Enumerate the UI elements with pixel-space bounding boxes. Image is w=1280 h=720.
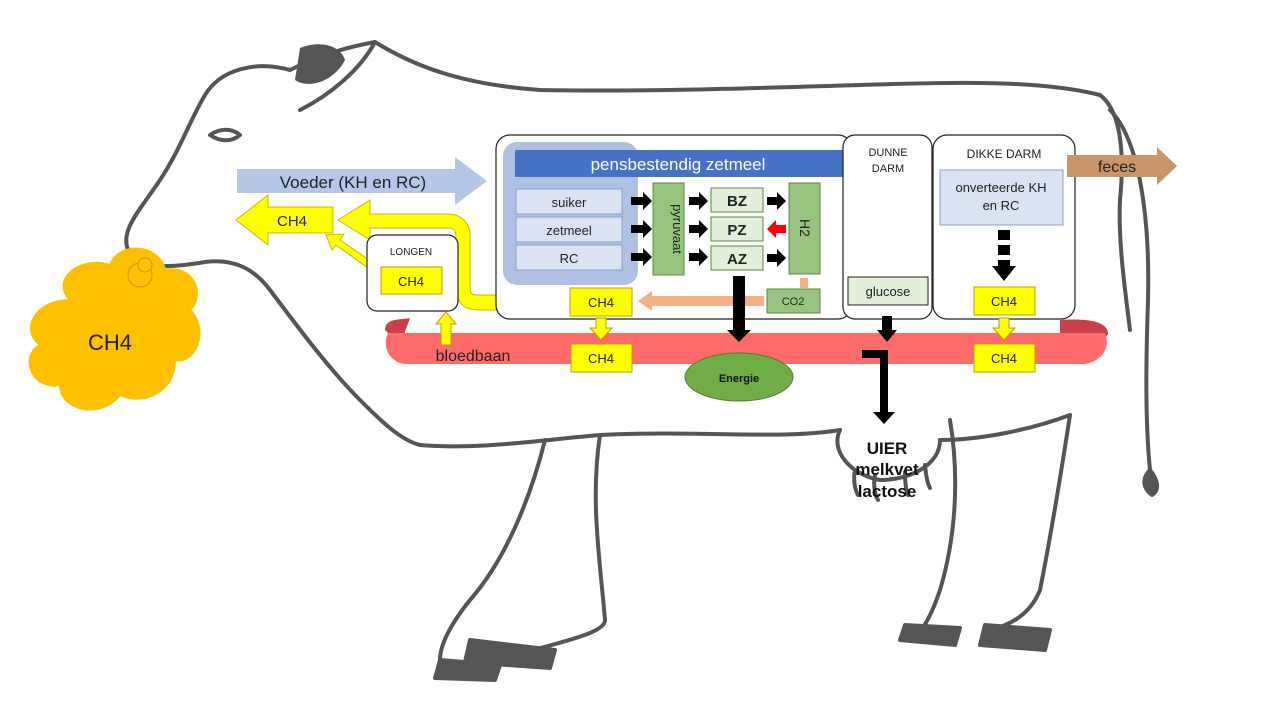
feces-label: feces (1098, 159, 1136, 176)
input-arrows (631, 192, 652, 266)
acid-bz-box (710, 187, 764, 213)
methane-cloud: CH4 (28, 247, 201, 411)
energy-label: Energie (719, 373, 759, 385)
lungs-ch4: CH4 (398, 274, 424, 289)
acid-bz: BZ (727, 193, 747, 210)
blood-ch4-right: CH4 (991, 351, 1017, 366)
small-intestine-box: DUNNE DARM glucose (842, 134, 933, 320)
input-suiker: suiker (552, 195, 587, 210)
energy-node: Energie (684, 352, 794, 402)
glucose-label: glucose (866, 284, 911, 299)
large-intestine-box: DIKKE DARM onverteerde KH en RC CH4 (932, 134, 1076, 320)
blood-label: bloedbaan (436, 348, 511, 365)
acid-pz: PZ (727, 222, 746, 239)
feed-label: Voeder (KH en RC) (280, 173, 426, 192)
rumen-box: pensbestendig zetmeel suiker zetmeel RC … (495, 134, 853, 342)
h2-to-pz-arrow (767, 220, 786, 238)
cow-outline (124, 40, 1159, 682)
blood-to-udder-arrow (862, 350, 895, 424)
input-suiker-box (515, 188, 623, 215)
h2-box (788, 182, 821, 275)
rumen-ch4-box (569, 287, 633, 317)
undigested-to-ch4-arrow (992, 230, 1016, 281)
pyruvate-label: pyruvaat (670, 204, 685, 254)
az-to-h2-arrow (767, 249, 786, 267)
pyruvate-arrows (689, 192, 708, 266)
lungs-to-exhale-arrow (325, 233, 373, 269)
large-intestine-ch4: CH4 (991, 294, 1017, 309)
acid-az: AZ (727, 251, 747, 268)
input-rc: RC (560, 251, 579, 266)
lungs-title: LONGEN (390, 247, 432, 258)
large-ch4-down-arrow (991, 317, 1017, 341)
blood-to-lungs-arrow (434, 311, 458, 346)
h2-label: H2 (797, 219, 813, 237)
bz-to-h2-arrow (767, 192, 786, 210)
exhale-label: CH4 (277, 213, 307, 230)
blood-ch4-left: CH4 (588, 351, 614, 366)
rumen-header: pensbestendig zetmeel (591, 155, 766, 174)
rumen-ch4-path (337, 199, 568, 311)
co2-label: CO2 (782, 296, 805, 308)
co2-box (766, 288, 821, 314)
lungs-box: LONGEN CH4 (366, 234, 459, 312)
bloodstream: bloedbaan (385, 318, 1108, 365)
feed-arrow: Voeder (KH en RC) (237, 157, 487, 205)
acid-az-box (710, 245, 764, 271)
input-zetmeel: zetmeel (546, 223, 592, 238)
pyruvate-box (652, 182, 685, 276)
undigested-line-1: onverteerde KH (955, 180, 1046, 195)
rumen-ch4: CH4 (588, 295, 614, 310)
exhale-arrow: CH4 (235, 193, 334, 247)
h2-co2-connector (800, 278, 808, 288)
blood-ch4-right-box (973, 343, 1036, 373)
large-intestine-title: DIKKE DARM (967, 147, 1042, 161)
small-intestine-title-2: DARM (872, 163, 904, 175)
input-zetmeel-box (515, 216, 623, 243)
glucose-down-arrow (877, 316, 897, 342)
small-intestine-title-1: DUNNE (868, 147, 907, 159)
co2-to-ch4-arrow (638, 291, 764, 311)
acids-to-energy-arrow (727, 276, 751, 342)
rumen-ch4-down-arrow (588, 317, 614, 341)
undigested-line-2: en RC (983, 198, 1020, 213)
input-rc-box (515, 244, 623, 271)
blood-ch4-left-box (570, 343, 633, 373)
cloud-label: CH4 (88, 330, 132, 355)
udder-line-2: lactose (858, 482, 917, 501)
feces-arrow: feces (1067, 147, 1177, 185)
udder-line-1: melkvet (855, 460, 919, 479)
acid-pz-box (710, 216, 764, 242)
udder-title: UIER (867, 439, 908, 458)
udder-label: UIER melkvet lactose (855, 439, 919, 501)
